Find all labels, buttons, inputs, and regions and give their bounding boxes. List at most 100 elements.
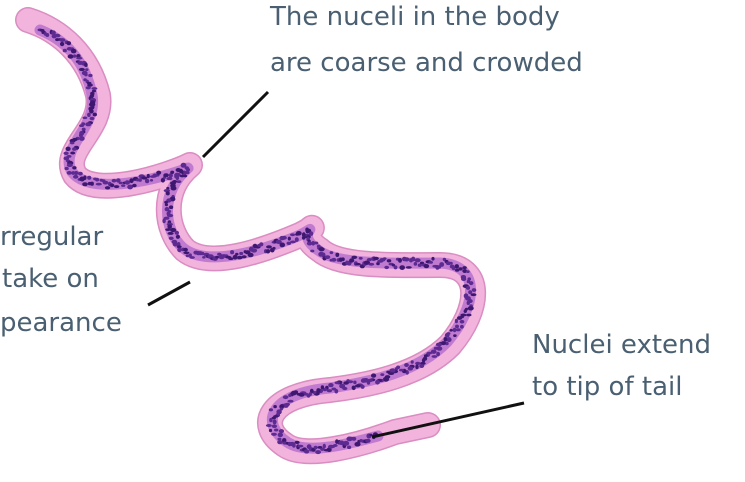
nucleus — [460, 320, 465, 324]
nucleus — [406, 266, 412, 269]
nucleus — [469, 281, 473, 285]
nucleus — [436, 352, 440, 357]
nucleus — [280, 243, 286, 248]
nucleus — [472, 288, 477, 292]
nucleus — [176, 175, 180, 180]
nucleus — [292, 443, 296, 447]
nucleus — [183, 248, 188, 252]
nucleus — [180, 175, 185, 178]
nucleus — [150, 179, 153, 182]
nucleus — [85, 68, 88, 71]
nucleus — [453, 334, 457, 337]
nucleus — [114, 185, 119, 188]
nucleus — [353, 381, 356, 385]
nucleus — [132, 184, 137, 188]
label-body-nuclei-line2: are coarse and crowded — [270, 48, 583, 78]
nucleus — [455, 319, 458, 324]
nucleus — [298, 445, 304, 448]
nucleus — [168, 232, 174, 235]
nucleus — [269, 408, 273, 411]
nucleus — [228, 257, 233, 260]
nucleus — [351, 256, 357, 259]
nucleus — [466, 270, 470, 273]
nucleus — [139, 178, 142, 182]
nucleus — [323, 444, 326, 449]
nucleus — [70, 142, 75, 145]
nucleus — [309, 231, 313, 236]
nucleus — [79, 124, 84, 127]
nucleus — [171, 186, 177, 190]
nucleus — [468, 290, 472, 294]
nucleus — [167, 214, 173, 217]
nucleus — [462, 266, 466, 269]
nucleus — [233, 255, 238, 260]
nucleus — [335, 381, 340, 384]
nucleus — [415, 365, 418, 370]
nucleus — [266, 245, 272, 248]
nucleus — [170, 171, 174, 174]
nucleus — [119, 182, 123, 185]
nucleus — [460, 325, 464, 329]
pointer-line-left — [148, 282, 190, 305]
nucleus — [54, 34, 60, 38]
nucleus — [331, 388, 336, 391]
nucleus — [235, 253, 238, 256]
nucleus — [319, 247, 325, 251]
nucleus — [466, 314, 472, 317]
nucleus — [215, 256, 219, 259]
nucleus — [79, 68, 85, 71]
nucleus — [461, 277, 466, 281]
nucleus — [341, 257, 345, 261]
nucleus — [67, 41, 72, 45]
nucleus — [266, 249, 270, 253]
nucleus — [277, 438, 281, 441]
nucleus — [468, 306, 474, 310]
nucleus — [67, 171, 72, 175]
nucleus — [271, 433, 277, 436]
nucleus — [90, 117, 95, 120]
nucleus — [330, 251, 334, 254]
nucleus — [73, 175, 78, 179]
nucleus — [434, 347, 440, 350]
nucleus — [68, 54, 74, 58]
nucleus — [455, 264, 459, 269]
nucleus — [371, 373, 376, 377]
nucleus — [333, 444, 338, 447]
nucleus — [375, 380, 380, 385]
nucleus — [169, 205, 173, 209]
nucleus — [162, 219, 165, 224]
nucleus — [404, 363, 409, 367]
nucleus — [230, 250, 234, 254]
nucleus — [145, 179, 149, 184]
nucleus — [274, 429, 278, 432]
nucleus — [78, 172, 83, 176]
nucleus — [404, 257, 410, 261]
nucleus — [169, 237, 174, 240]
label-tail-nuclei-line1: Nuclei extend — [532, 330, 711, 360]
label-left-partial-line2: take on — [2, 264, 99, 294]
nucleus — [76, 57, 82, 60]
nucleus — [87, 113, 91, 117]
nucleus — [355, 263, 361, 266]
nucleus — [359, 257, 363, 260]
nucleus — [272, 424, 277, 428]
nucleus — [60, 42, 64, 46]
nucleus — [328, 383, 333, 387]
nucleus — [352, 437, 357, 441]
nucleus — [449, 262, 453, 265]
nucleus — [83, 117, 88, 120]
nucleus — [202, 256, 206, 259]
nucleus — [283, 395, 289, 399]
nucleus — [455, 325, 459, 329]
nucleus — [279, 429, 284, 433]
nucleus — [91, 87, 97, 90]
nucleus — [471, 293, 477, 296]
nucleus — [86, 86, 91, 89]
nucleus — [165, 228, 170, 231]
nucleus — [384, 266, 389, 269]
nucleus — [290, 241, 296, 244]
nucleus — [183, 252, 189, 255]
nucleus — [67, 163, 73, 167]
nucleus — [429, 261, 433, 264]
nucleus — [365, 439, 370, 443]
